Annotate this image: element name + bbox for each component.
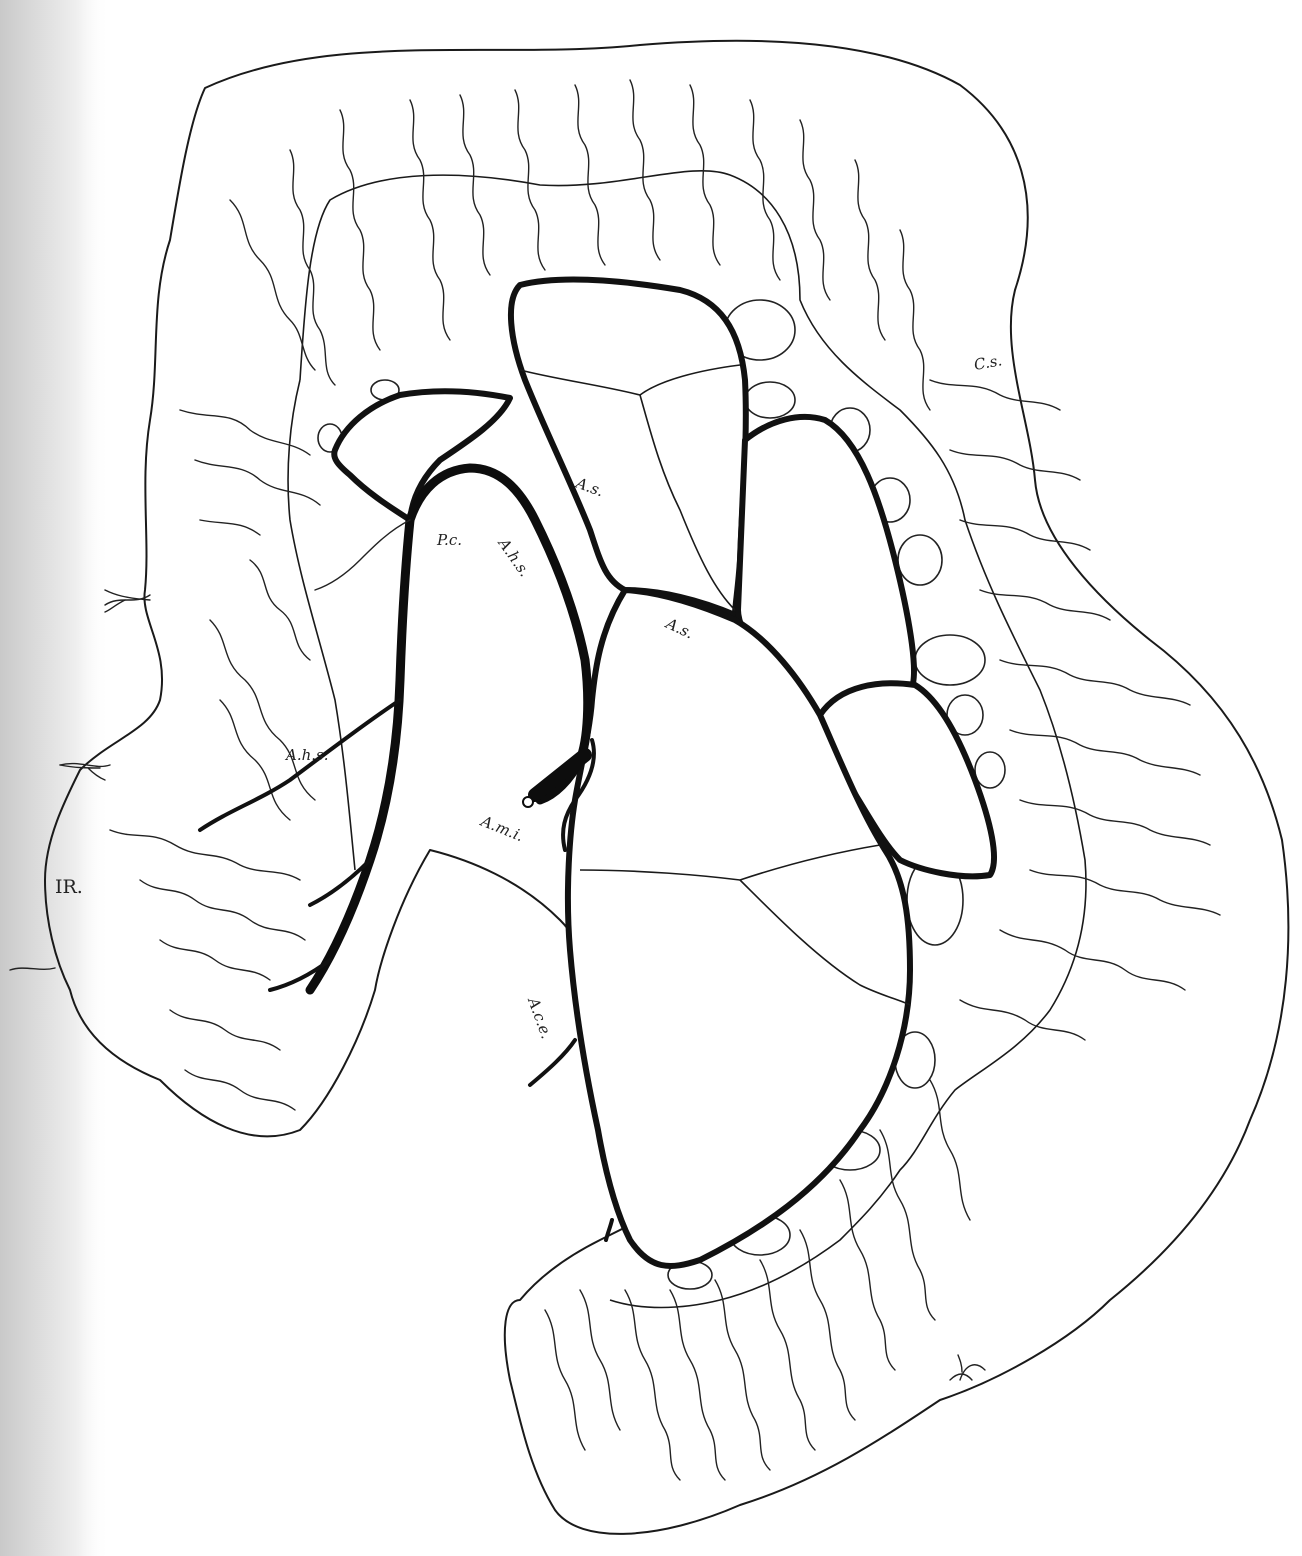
label-pc: P.c. — [436, 531, 462, 549]
label-cs: C.s. — [973, 351, 1004, 374]
upper-lobule — [511, 280, 746, 615]
vessel-a-h-s-left — [200, 700, 400, 830]
vessel-pc-arch — [410, 468, 588, 800]
label-ir: IR. — [55, 876, 83, 898]
cannula-opening — [523, 797, 533, 807]
label-ace: A.c.e. — [524, 993, 556, 1041]
label-ahs-upper: A.h.s. — [494, 533, 534, 580]
main-lobules — [334, 280, 994, 1266]
page-edge-shadow — [0, 0, 110, 1556]
label-ahs-left: A.h.s. — [284, 746, 329, 764]
label-ami: A.m.i. — [477, 811, 527, 845]
vessel-a-c-e — [530, 1040, 575, 1085]
vessel-bottom-stub — [606, 1220, 612, 1240]
